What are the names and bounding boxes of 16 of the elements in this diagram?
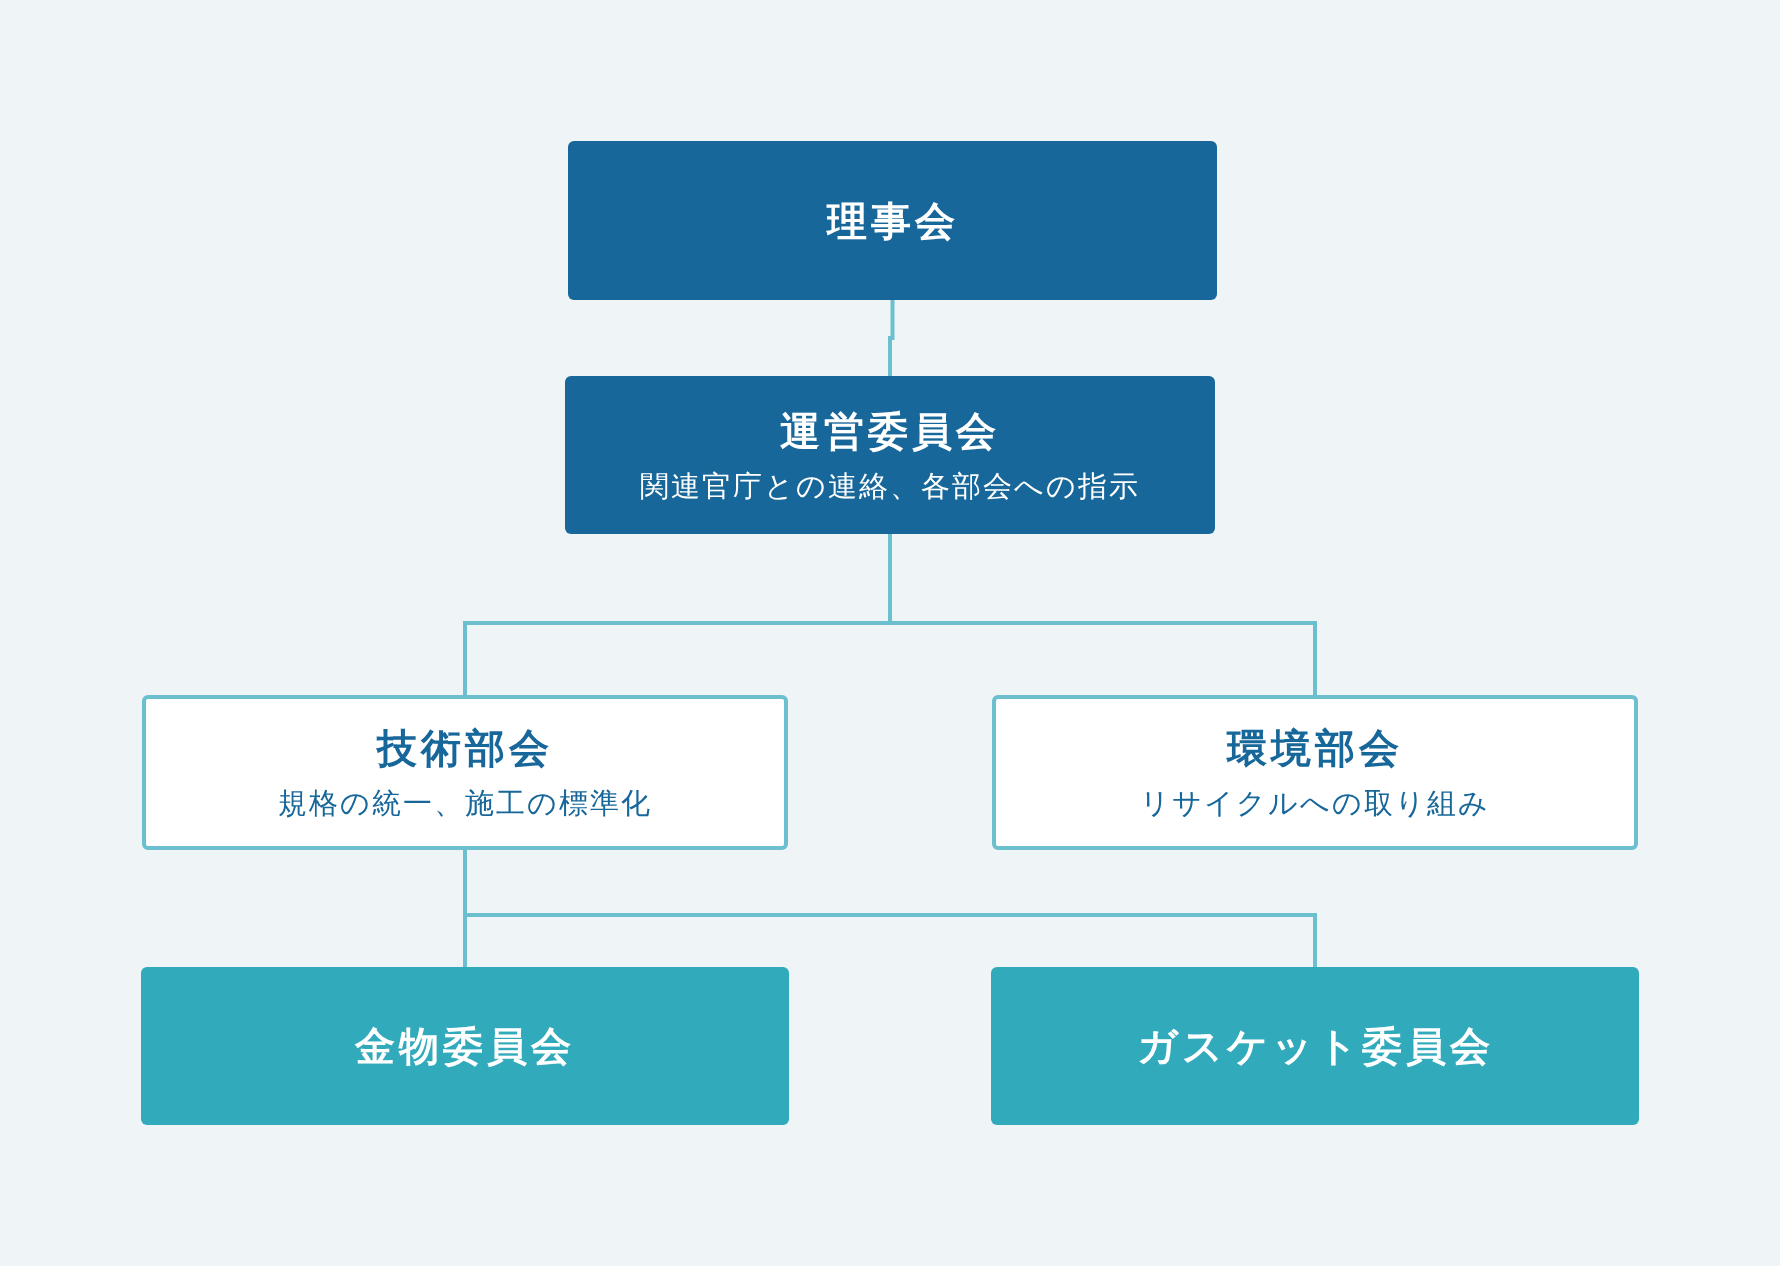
committee-name: 環境部会 <box>1227 724 1403 773</box>
committee-description: 関連官庁との連絡、各部会への指示 <box>640 468 1140 504</box>
committee-name: ガスケット委員会 <box>1136 1022 1494 1070</box>
committee-description: リサイクルへの取り組み <box>1140 786 1490 821</box>
committee-name: 技術部会 <box>377 724 553 773</box>
committee-box <box>142 695 788 850</box>
committee-name: 金物委員会 <box>355 1022 575 1070</box>
committee-box <box>565 376 1215 534</box>
committee-box <box>992 695 1638 850</box>
committee-box <box>141 967 789 1125</box>
committee-box <box>991 967 1639 1125</box>
committee-name: 理事会 <box>826 196 959 245</box>
committee-description: 規格の統一、施工の標準化 <box>278 786 652 821</box>
connector-line <box>888 300 895 376</box>
committee-box <box>568 141 1217 300</box>
committee-name: 運営委員会 <box>780 406 1000 455</box>
